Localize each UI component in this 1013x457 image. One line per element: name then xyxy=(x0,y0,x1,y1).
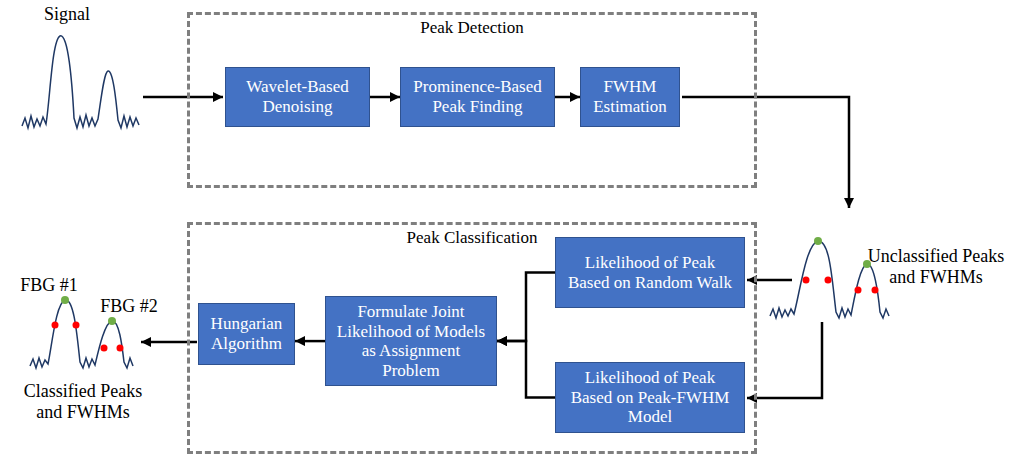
process-box: Wavelet-Based Denoising xyxy=(225,67,370,127)
group-box: Peak ClassificationLikelihood of Peak Ba… xyxy=(187,222,757,454)
signal-label: Unclassified Peaks and FWHMs xyxy=(862,246,1010,287)
process-box: Likelihood of Peak Based on Peak-FWHM Mo… xyxy=(555,362,745,433)
box-label: Hungarian Algorithm xyxy=(205,314,288,353)
flow-arrow xyxy=(295,340,325,343)
peak-dot xyxy=(814,237,822,245)
flow-arrow xyxy=(370,96,400,99)
fwhm-dot xyxy=(101,345,108,352)
fbg-label: FBG #2 xyxy=(96,296,162,317)
fwhm-dot xyxy=(117,345,124,352)
group-title: Peak Detection xyxy=(190,18,754,38)
process-box: FWHM Estimation xyxy=(580,67,680,127)
process-box: Likelihood of Peak Based on Random Walk xyxy=(555,237,745,308)
peak-dot xyxy=(61,296,69,304)
box-label: Wavelet-Based Denoising xyxy=(232,77,363,116)
flow-arrow xyxy=(682,97,849,208)
box-label: FWHM Estimation xyxy=(587,77,673,116)
signal-label: Signal xyxy=(32,4,102,25)
flow-arrow xyxy=(747,322,822,398)
process-box: Formulate Joint Likelihood of Models as … xyxy=(325,296,497,386)
fbg-label: FBG #1 xyxy=(16,275,82,296)
group-box: Peak DetectionWavelet-Based Denoising Pro… xyxy=(187,12,757,188)
fwhm-dot xyxy=(872,287,879,294)
signal-waveform xyxy=(22,36,139,128)
fwhm-dot xyxy=(803,277,810,284)
process-box: Hungarian Algorithm xyxy=(198,303,295,365)
box-label: Likelihood of Peak Based on Random Walk xyxy=(562,253,738,292)
fwhm-dot xyxy=(855,287,862,294)
fwhm-dot xyxy=(825,277,832,284)
box-label: Prominence-Based Peak Finding xyxy=(407,77,548,116)
box-label: Likelihood of Peak Based on Peak-FWHM Mo… xyxy=(562,368,738,427)
fwhm-dot xyxy=(73,322,80,329)
flow-arrow xyxy=(143,96,223,99)
flow-arrow xyxy=(497,273,555,342)
box-label: Formulate Joint Likelihood of Models as … xyxy=(332,302,490,380)
peak-dot xyxy=(108,317,116,325)
process-box: Prominence-Based Peak Finding xyxy=(400,67,555,127)
flow-arrow xyxy=(747,279,792,282)
fwhm-dot xyxy=(52,322,59,329)
signal-label: Classified Peaks and FWHMs xyxy=(18,381,148,422)
flow-arrow xyxy=(497,341,555,397)
flow-arrow xyxy=(555,96,580,99)
